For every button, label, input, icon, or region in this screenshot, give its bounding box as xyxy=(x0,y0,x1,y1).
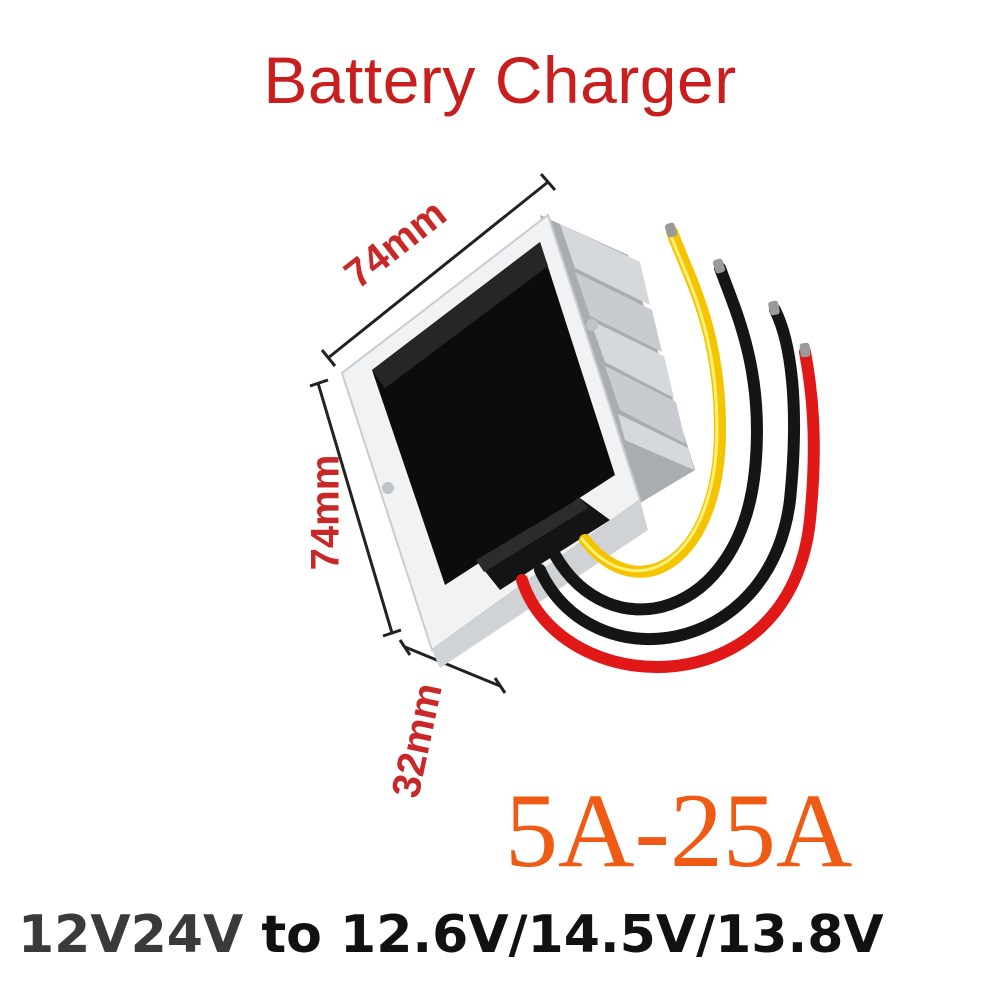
mounting-hole xyxy=(382,482,394,494)
dimension-lines xyxy=(309,173,557,694)
wire-red xyxy=(516,346,820,674)
wire-tips xyxy=(664,222,811,358)
heatsink-fins xyxy=(540,215,695,520)
wire-grommet xyxy=(476,498,610,590)
input-voltage-label: 12V24V xyxy=(18,905,244,965)
wire-black xyxy=(534,304,801,646)
wire-black xyxy=(549,262,763,616)
voltage-spec: 12V24V to 12.6V/14.5V/13.8V xyxy=(18,905,884,965)
product-title: Battery Charger xyxy=(263,43,737,117)
wires xyxy=(516,226,820,674)
output-voltage-label: to 12.6V/14.5V/13.8V xyxy=(261,905,884,965)
mounting-hole xyxy=(586,319,598,331)
dimension-width-label: 74mm xyxy=(303,454,348,571)
current-range-label: 5A-25A xyxy=(505,772,853,889)
